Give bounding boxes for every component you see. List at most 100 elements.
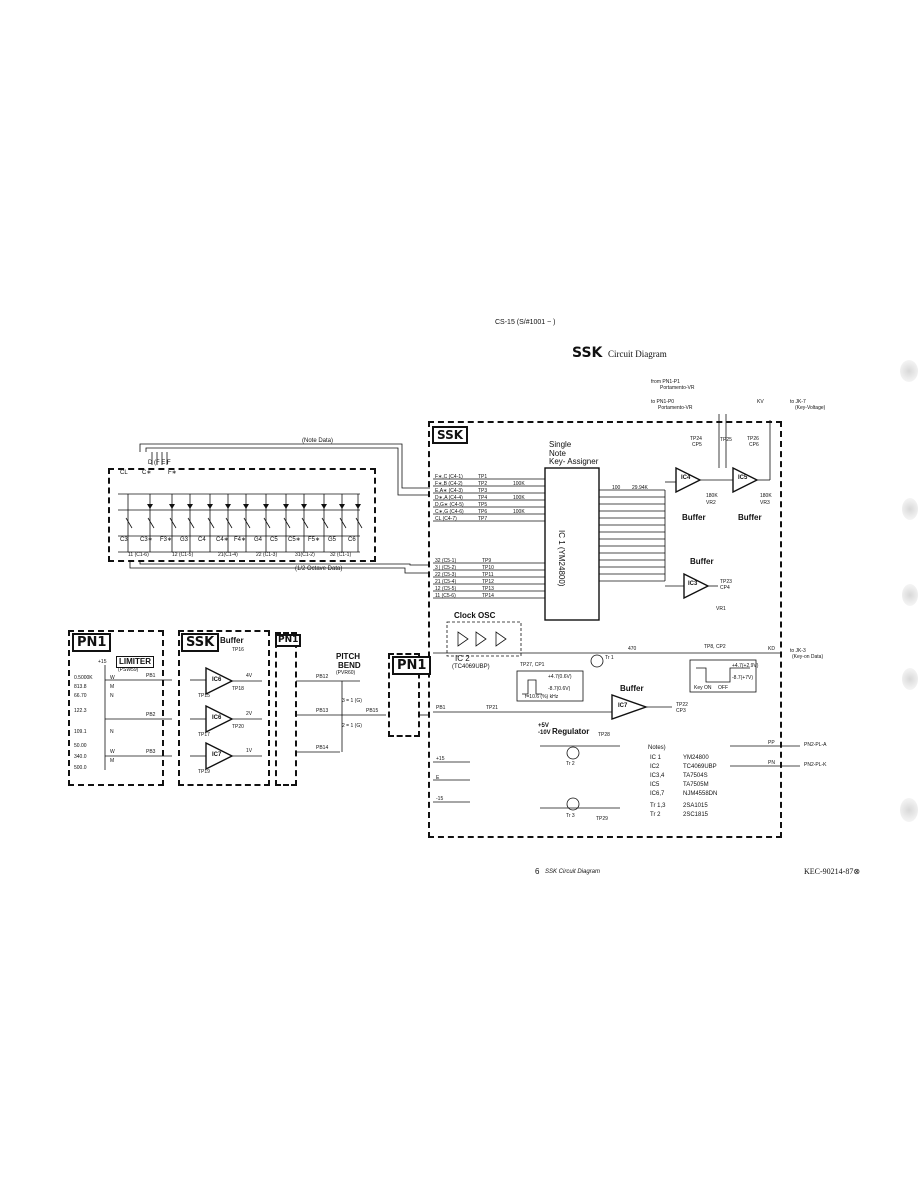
sw-pos-m2: M [110, 758, 115, 764]
buffer-label-ic5: Buffer [738, 513, 762, 522]
tp13: TP13 [482, 586, 494, 592]
sw-pos-n1: N [110, 693, 114, 699]
tp23-label: TP23 [720, 579, 732, 585]
tr1-label: Tr 1 [605, 655, 614, 661]
ic2-part: (TC4069UBP) [452, 664, 490, 670]
octave-group-11: 11 (C1-6) [128, 552, 149, 558]
tp20-label: TP20 [232, 724, 244, 730]
limiter-title: LIMITER [116, 656, 154, 668]
note-ic67-part: NJM4558DN [683, 791, 718, 797]
tp8-cp2-label: TP8, CP2 [704, 644, 726, 650]
tp18-label: TP18 [232, 686, 244, 692]
sw-pos-w2: W [110, 749, 115, 755]
vr1-label: VR1 [716, 606, 726, 612]
note-ic67-ref: IC6,7 [650, 791, 665, 797]
key-c6: C6 [348, 537, 356, 543]
punch-hole-1 [900, 360, 918, 382]
tp15-label: TP15 [198, 693, 210, 699]
cp6-label: CP6 [749, 442, 759, 448]
octave-group-32: 32 (C1-1) [330, 552, 352, 558]
pb14-label: PB14 [316, 745, 329, 751]
document-code: KEC-90214-87⊗ [804, 867, 861, 876]
ic7-main-label: IC7 [618, 703, 628, 709]
ic4-opamp [675, 466, 702, 494]
pn1-limiter-frame [68, 630, 164, 786]
pin-oct-1: 32 (C5-1) [435, 558, 457, 564]
pn2-k-label: PN2-PL-K [804, 762, 827, 768]
tp29-label: TP29 [596, 816, 608, 822]
page-caption: SSK Circuit Diagram [545, 869, 601, 875]
key-c5s: C5∗ [288, 537, 301, 543]
tp5: TP5 [478, 502, 488, 508]
notes-title: Notes) [648, 745, 666, 751]
key-off-label: OFF [718, 685, 728, 691]
r180k-a: 180K [706, 493, 718, 499]
cp3-label: CP3 [676, 708, 686, 714]
key-g5: G5 [328, 537, 337, 543]
key-g3: G3 [180, 537, 189, 543]
pin-note-3: E,A∗ (C4-3) [435, 488, 463, 494]
key-on-label: Key ON [694, 685, 712, 691]
out-1v: 1V [246, 748, 253, 754]
tp16-label: TP16 [232, 647, 244, 653]
key-g4: G4 [254, 537, 263, 543]
key-c3: C3 [120, 537, 128, 543]
to-jk7-label: to JK-7 [790, 399, 806, 405]
buffer-label-ic4: Buffer [682, 513, 706, 522]
pb1-main-label: PB1 [436, 705, 446, 711]
tp21-label: TP21 [486, 705, 498, 711]
buffer-ic6-b: IC6 [212, 715, 222, 721]
pitch-bend-title2: BEND [338, 661, 361, 670]
limit-setting-3: 66.70 [74, 693, 87, 699]
tp22-label: TP22 [676, 702, 688, 708]
tp9: TP9 [482, 558, 492, 564]
pn-label: PN [768, 760, 775, 766]
pin-note-1: F∗,C (C4-1) [435, 474, 463, 480]
tp7: TP7 [478, 516, 488, 522]
note-ic5-ref: IC5 [650, 782, 660, 788]
ratio-2: 2 = 1 (G) [342, 723, 362, 729]
pin-bus-lower [433, 562, 545, 599]
note-ic1-ref: IC 1 [650, 755, 662, 761]
key-volts-low: -8.7(+7V) [732, 675, 753, 681]
pb13-label: PB13 [316, 708, 329, 714]
kb-top-fs: F∗ [168, 470, 177, 476]
to-jk3-sub: (Key-on Data) [792, 654, 824, 660]
ic1-label: IC 1 (YM24800) [557, 530, 566, 587]
r100k-1: 100K [513, 481, 525, 487]
pin-oct-3: 22 (C5-3) [435, 572, 457, 578]
tr2-label: Tr 2 [566, 761, 575, 767]
r470-label: 470 [628, 646, 637, 652]
from-pn1-sub: Portamento-VR [660, 385, 695, 391]
page-subtitle: Circuit Diagram [608, 349, 667, 359]
pn1-small-label: PN1 [392, 656, 432, 675]
tp19-label: TP19 [198, 769, 210, 775]
ssk-buffer-title: Buffer [220, 636, 244, 645]
dfef-label: D (F E F [148, 460, 171, 466]
key-f4s: F4∗ [234, 537, 247, 543]
limit-setting-8: 500.0 [74, 765, 87, 771]
ssk-main-frame [428, 421, 782, 838]
tp4: TP4 [478, 495, 488, 501]
sw-pos-w1: W [110, 675, 115, 681]
clock-osc-box [446, 621, 522, 657]
half-octave-label: (1/2 Octave Data) [295, 566, 343, 572]
punch-hole-3 [902, 584, 918, 606]
ic3-label: IC3 [688, 581, 698, 587]
to-jk3-label: to JK-3 [790, 648, 806, 654]
key-c5: C5 [270, 537, 278, 543]
from-pn1-label: from PN1-P1 [651, 379, 680, 385]
key-c4: C4 [198, 537, 206, 543]
octave-group-12: 12 (C1-5) [172, 552, 194, 558]
pb1-left: PB1 [146, 673, 156, 679]
pin-note-7: CL (C4-7) [435, 516, 457, 522]
page-number: 6 [535, 867, 540, 876]
pb3-left: PB3 [146, 749, 156, 755]
vr3-label: VR3 [760, 500, 770, 506]
ic4-label: IC4 [681, 475, 691, 481]
reg-title: Regulator [552, 727, 590, 736]
key-switch-matrix [125, 494, 363, 552]
limit-setting-7: 340.0 [74, 754, 87, 760]
pp-label: PP [768, 740, 775, 746]
key-f5s: F5∗ [308, 537, 321, 543]
